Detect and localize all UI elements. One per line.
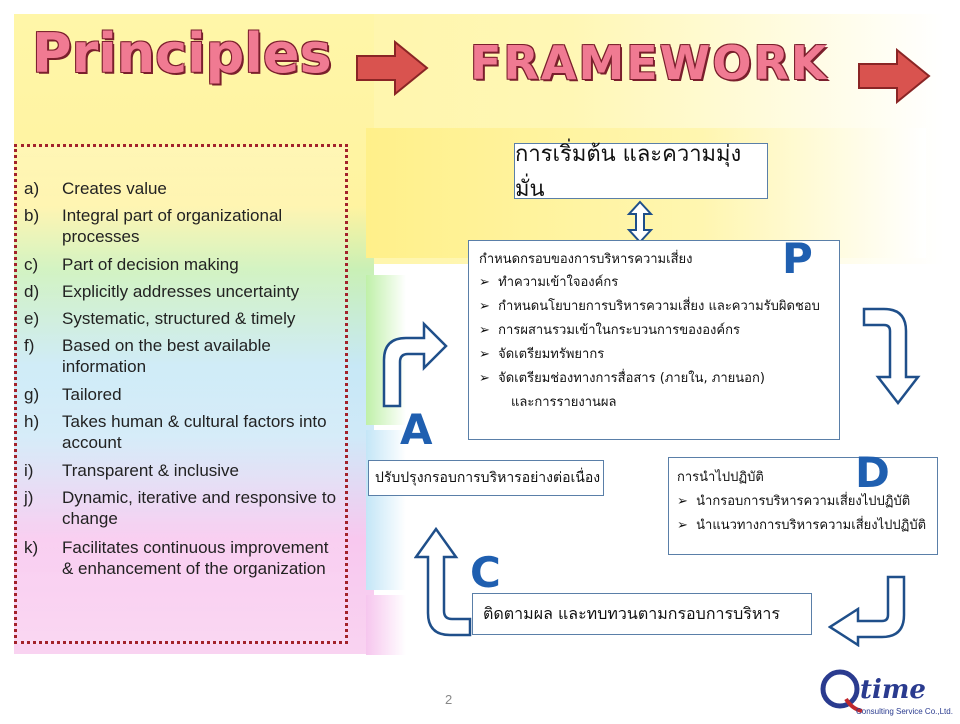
company-logo: time Consulting Service Co.,Ltd. bbox=[818, 665, 958, 719]
act-box: ปรับปรุงกรอบการบริหารอย่างต่อเนื่อง bbox=[368, 460, 604, 496]
plan-bullet: ➢ กำหนดนโยบายการบริหารความเสี่ยง และความ… bbox=[479, 299, 820, 314]
page-number: 2 bbox=[445, 692, 453, 707]
blue-strip bbox=[366, 430, 406, 590]
pink-strip bbox=[366, 595, 406, 655]
do-letter: D bbox=[855, 448, 890, 497]
do-box: การนำไปปฏิบัติ ➢ นำกรอบการบริหารความเสี่… bbox=[668, 457, 938, 555]
plan-bullet: ➢ การผสานรวมเข้าในกระบวนการขององค์กร bbox=[479, 323, 740, 338]
double-arrow-icon bbox=[626, 200, 654, 244]
do-bullet: ➢ นำกรอบการบริหารความเสี่ยงไปปฏิบัติ bbox=[677, 494, 911, 509]
plan-bullet: ➢ ทำความเข้าใจองค์กร bbox=[479, 275, 619, 290]
curved-arrow-icon bbox=[382, 320, 448, 408]
act-letter: A bbox=[400, 405, 433, 454]
right-arrow-icon bbox=[356, 39, 429, 97]
svg-text:time: time bbox=[860, 675, 926, 705]
curved-arrow-icon bbox=[414, 526, 472, 637]
plan-bullet-continuation: และการรายงานผล bbox=[511, 395, 617, 410]
curved-arrow-icon bbox=[862, 307, 921, 405]
plan-box: กำหนดกรอบของการบริหารความเสี่ยง ➢ ทำความ… bbox=[468, 240, 840, 440]
plan-bullet: ➢ จัดเตรียมทรัพยากร bbox=[479, 347, 605, 362]
do-bullet: ➢ นำแนวทางการบริหารความเสี่ยงไปปฏิบัติ bbox=[677, 518, 927, 533]
right-arrow-icon bbox=[858, 48, 931, 105]
principles-list-box bbox=[14, 144, 348, 644]
mandate-box: การเริ่มต้น และความมุ่งมั่น bbox=[514, 142, 768, 202]
check-letter: C bbox=[470, 548, 501, 597]
do-heading: การนำไปปฏิบัติ bbox=[677, 470, 764, 485]
plan-bullet: ➢ จัดเตรียมช่องทางการสื่อสาร (ภายใน, ภาย… bbox=[479, 371, 765, 386]
plan-letter: P bbox=[782, 234, 813, 283]
principles-title: Principles bbox=[32, 22, 332, 85]
check-box: ติดตามผล และทบทวนตามกรอบการบริหาร bbox=[472, 593, 812, 635]
plan-heading: กำหนดกรอบของการบริหารความเสี่ยง bbox=[479, 252, 693, 267]
framework-title: FRAMEWORK bbox=[470, 36, 829, 90]
curved-arrow-icon bbox=[828, 575, 906, 647]
principles-background bbox=[14, 14, 374, 654]
qtime-logo-icon: time bbox=[820, 669, 926, 713]
logo-tagline: Consulting Service Co.,Ltd. bbox=[856, 707, 953, 716]
